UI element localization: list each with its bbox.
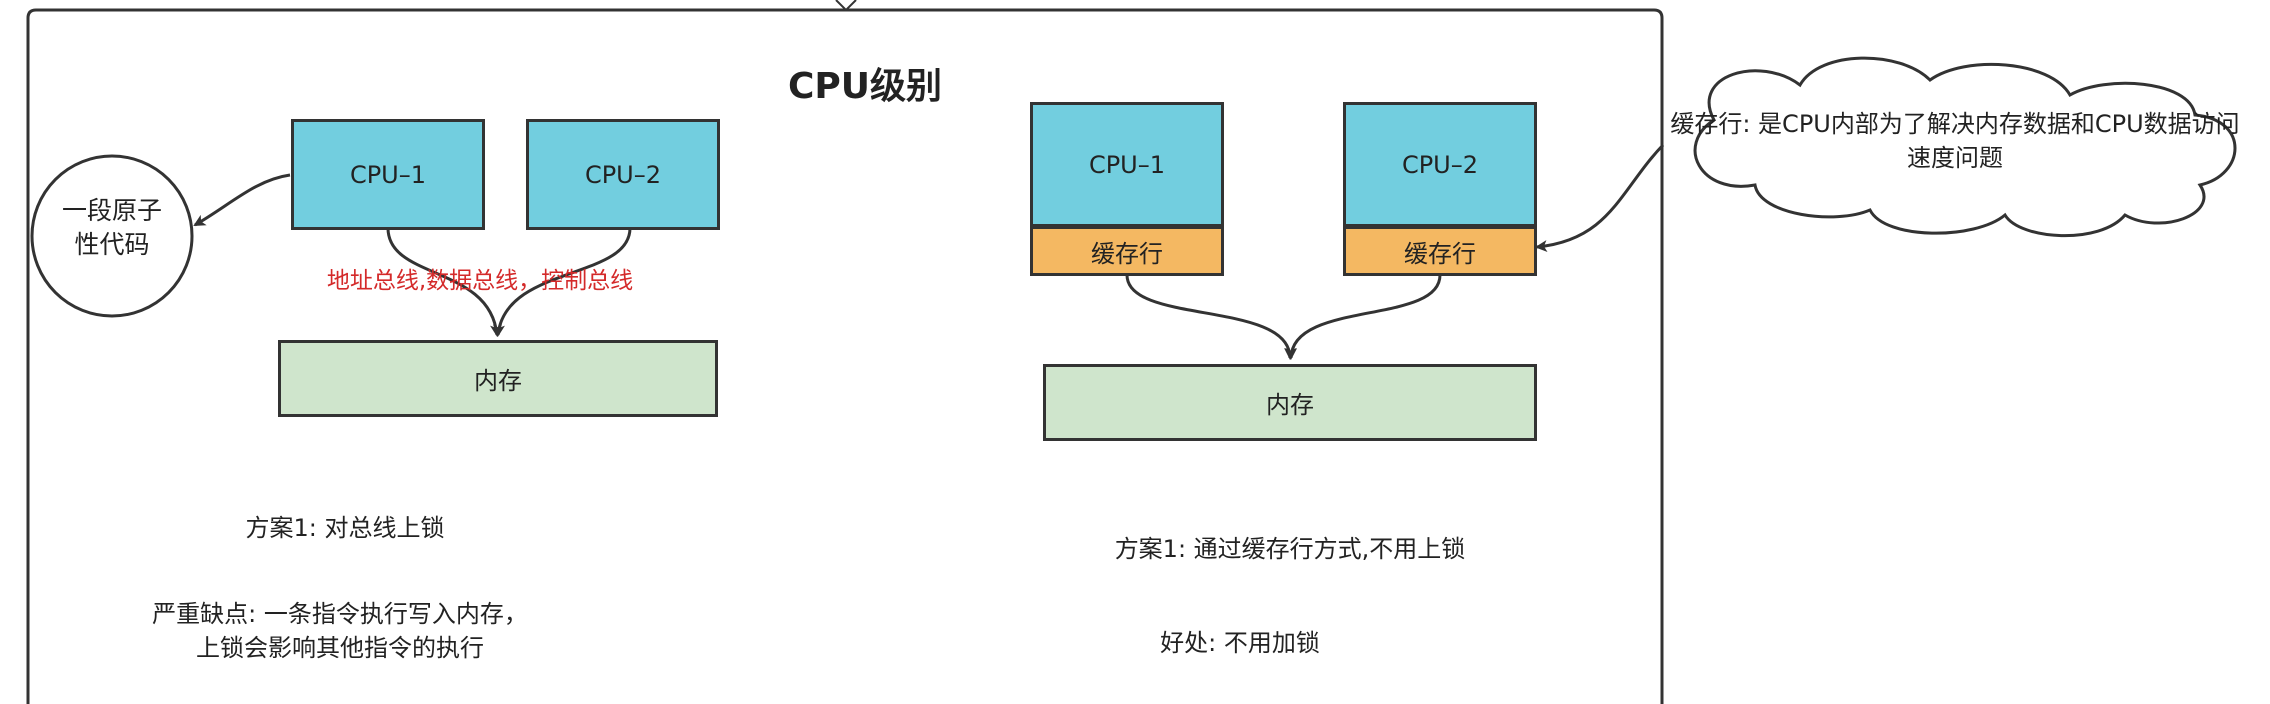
left-cpu1-to-memory-connector <box>386 227 502 337</box>
cloud-note-text: 缓存行: 是CPU内部为了解决内存数据和CPU数据访问速度问题 <box>1670 110 2240 172</box>
right-cache1-label: 缓存行 <box>1091 239 1163 268</box>
left-cpu1-box: CPU–1 <box>291 119 485 230</box>
left-cpu1-label: CPU–1 <box>349 160 427 189</box>
atomic-code-circle <box>30 154 194 318</box>
right-cache2-to-memory-connector <box>1285 274 1442 360</box>
right-cpu1-label: CPU–1 <box>1088 150 1166 179</box>
right-cache1-box: 缓存行 <box>1030 226 1224 276</box>
left-cpu2-box: CPU–2 <box>526 119 720 230</box>
atomic-code-label: 一段原子性代码 <box>61 196 162 259</box>
left-memory-box: 内存 <box>278 340 718 417</box>
left-cpu2-to-memory-connector <box>493 227 632 337</box>
right-memory-box: 内存 <box>1043 364 1537 441</box>
right-cpu2-box: CPU–2 <box>1343 102 1537 227</box>
left-drawback-text: 严重缺点: 一条指令执行写入内存，上锁会影响其他指令的执行 <box>152 600 528 662</box>
right-benefit-text: 好处: 不用加锁 <box>1160 629 1320 657</box>
cpu1-to-atomic-connector <box>193 173 291 227</box>
diagram-title: CPU级别 <box>787 66 943 107</box>
left-plan-text: 方案1: 对总线上锁 <box>245 514 445 542</box>
left-cpu2-label: CPU–2 <box>584 160 662 189</box>
top-arrow-tip <box>835 0 857 12</box>
right-cpu2-label: CPU–2 <box>1401 150 1479 179</box>
right-cache2-box: 缓存行 <box>1343 226 1537 276</box>
left-memory-label: 内存 <box>474 367 522 395</box>
right-cpu1-box: CPU–1 <box>1030 102 1224 227</box>
right-memory-label: 内存 <box>1266 391 1314 419</box>
right-cache1-to-memory-connector <box>1125 274 1296 360</box>
right-cache2-label: 缓存行 <box>1404 239 1476 268</box>
right-plan-text: 方案1: 通过缓存行方式,不用上锁 <box>1114 535 1466 563</box>
cloud-shape <box>1693 56 2237 238</box>
cloud-to-cache-connector <box>1535 143 1665 253</box>
bus-label: 地址总线,数据总线，控制总线 <box>326 268 634 294</box>
